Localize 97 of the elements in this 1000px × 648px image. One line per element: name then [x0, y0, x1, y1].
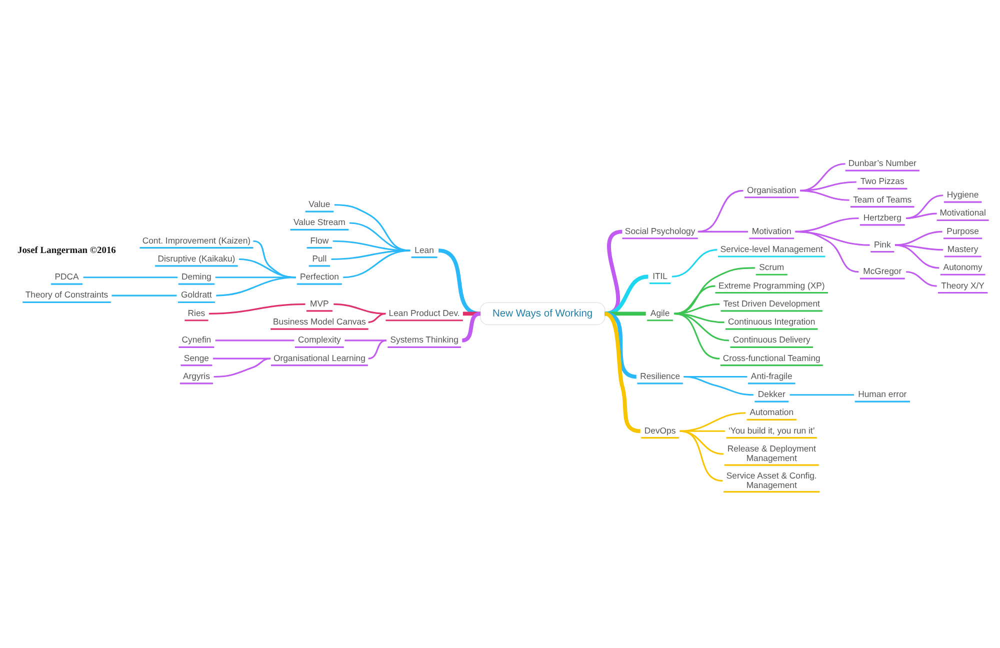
node-text: Organisational Learning — [273, 352, 366, 362]
connector — [684, 375, 754, 396]
connector — [674, 284, 716, 314]
connector — [800, 162, 846, 191]
node-text: Pink — [874, 238, 891, 249]
connector — [674, 312, 720, 359]
node-text: Hertzberg — [863, 212, 902, 222]
node-text: Resilience — [640, 370, 680, 380]
node-text: Motivational — [940, 207, 986, 218]
connector — [604, 274, 648, 316]
node-text: Scrum — [759, 262, 784, 272]
node-text: ‘You build it, you run it’ — [728, 424, 815, 435]
connector — [698, 189, 744, 232]
connector — [83, 276, 178, 278]
connector — [790, 394, 854, 396]
node-text: Organisation — [747, 184, 796, 194]
connector — [334, 204, 410, 251]
node-text: Goldratt — [181, 289, 212, 300]
connector — [438, 248, 481, 316]
node-text: Hygiene — [946, 189, 979, 200]
node-text: Mastery — [947, 244, 978, 254]
node-text: Value Stream — [294, 216, 346, 227]
connector — [906, 212, 937, 219]
node-text: Team of Teams — [853, 194, 912, 204]
node-text: Disruptive (Kaikaku) — [158, 252, 236, 263]
node-text: Two Pizzas — [860, 176, 904, 186]
connector — [680, 430, 723, 482]
connector — [332, 240, 410, 251]
connector — [795, 230, 859, 272]
node-text: Theory X/Y — [941, 280, 984, 290]
connector — [462, 311, 481, 342]
connector — [462, 311, 480, 316]
node-text: Senge — [184, 352, 209, 362]
node-text: Argyris — [182, 370, 210, 380]
connector — [215, 339, 294, 341]
node-text: DevOps — [644, 424, 676, 435]
node-text: Systems Thinking — [390, 334, 458, 344]
node-text: Anti-fragile — [750, 370, 792, 380]
label: Josef Langerman ©2016 — [17, 246, 116, 256]
connector — [698, 230, 748, 232]
node-text: Cynefin — [182, 334, 212, 344]
connector — [349, 222, 410, 251]
node-text: Motivation — [752, 225, 792, 236]
node-text: PDCA — [54, 271, 79, 282]
node-text: Continuous Delivery — [732, 334, 810, 344]
node-text: Extreme Programming (XP) — [718, 280, 825, 290]
connector — [672, 248, 718, 277]
node-text: Business Model Canvas — [273, 316, 366, 326]
node-text: Human error — [858, 388, 907, 399]
node-text: Complexity — [298, 334, 341, 344]
connector — [604, 311, 641, 433]
connector — [604, 311, 637, 378]
node-text: Social Psychology — [624, 225, 696, 236]
connector — [894, 230, 942, 246]
connector — [674, 302, 720, 314]
connector — [344, 339, 386, 341]
node-text: Continuous Integration — [728, 316, 816, 326]
connector — [112, 294, 177, 296]
connector — [680, 412, 746, 432]
node-text: Cross-functional Teaming — [722, 352, 820, 362]
connector — [368, 339, 387, 359]
node-text: Dekker — [758, 388, 786, 399]
node-text: McGregor — [863, 266, 902, 276]
node-text: Theory of Constraints — [25, 289, 108, 300]
node-text: MVP — [310, 298, 329, 308]
node-text: Value — [308, 198, 330, 209]
connector — [894, 244, 940, 268]
node-text: Lean Product Dev. — [388, 307, 460, 318]
connector — [216, 276, 296, 296]
connector — [906, 194, 944, 219]
node-text: Service Asset & Config. Management — [726, 470, 817, 490]
node-text: Flow — [310, 234, 329, 245]
connector — [214, 357, 271, 378]
node-text: Dunbar’s Number — [848, 158, 916, 168]
node-text: Pull — [312, 252, 327, 263]
connector — [209, 302, 306, 314]
node-text: Perfection — [300, 271, 339, 282]
node-text: ITIL — [652, 270, 668, 280]
node-text: Automation — [750, 406, 794, 417]
connector — [334, 302, 386, 314]
connector — [604, 311, 646, 316]
node-text: Service-level Management — [720, 244, 823, 254]
node-text: Purpose — [946, 225, 979, 236]
connector — [343, 249, 410, 278]
connector — [368, 312, 386, 323]
node-text: Release & Deployment Management — [727, 442, 816, 462]
connector — [800, 189, 850, 200]
node-box: New Ways of Working — [480, 302, 606, 325]
node-text: Test Driven Development — [723, 298, 820, 308]
node-text: Lean — [414, 244, 434, 254]
node-text: Agile — [650, 307, 670, 318]
node-text: Deming — [182, 271, 212, 282]
connector — [674, 266, 756, 314]
node-text: Autonomy — [943, 262, 982, 272]
node-text: Ries — [188, 307, 206, 318]
connector — [906, 270, 937, 286]
node-text: Cont. Improvement (Kaizen) — [142, 234, 251, 245]
